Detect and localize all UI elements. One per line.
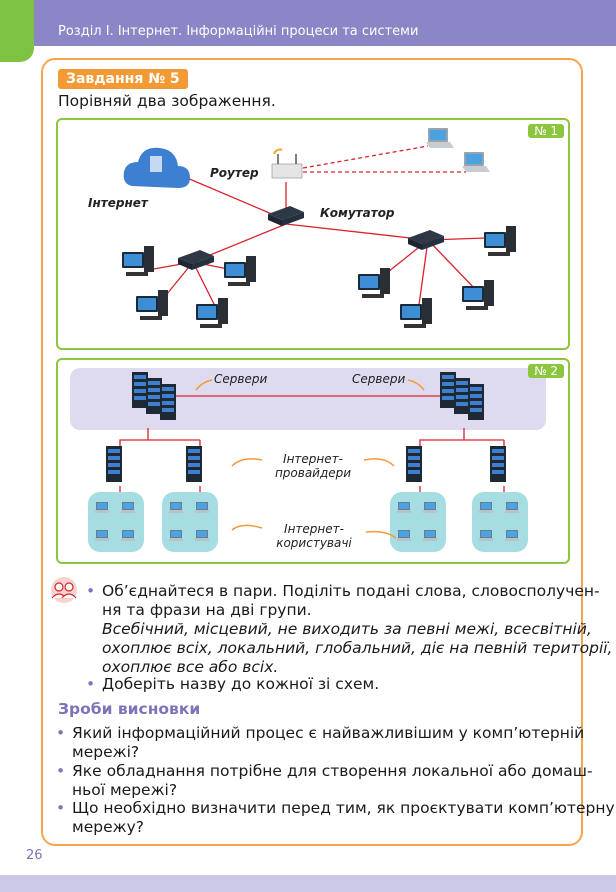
instruction-1-line1: Об’єднайтеся в пари. Поділіть подані сло… bbox=[102, 582, 600, 600]
page-header: Розділ І. Інтернет. Інформаційні процеси… bbox=[0, 0, 616, 62]
q2-line1: Яке обладнання потрібне для створення ло… bbox=[72, 762, 593, 780]
cloud-icon bbox=[123, 147, 190, 188]
q1-line1: Який інформаційний процес є найважливіши… bbox=[72, 724, 585, 742]
router-label: Роутер bbox=[210, 166, 259, 180]
page-footer-bar bbox=[0, 875, 616, 892]
q3-line2: мережу? bbox=[72, 818, 144, 836]
task-prompt: Порівняй два зображення. bbox=[58, 92, 276, 110]
conclusion-question-3: • Що необхідно визначити перед тим, як п… bbox=[56, 799, 615, 836]
header-title: Розділ І. Інтернет. Інформаційні процеси… bbox=[58, 24, 419, 39]
header-bar bbox=[34, 0, 616, 46]
diagram-1-panel: № 1 Інтернет Роутер Комутатор bbox=[56, 118, 570, 350]
header-green-tab bbox=[0, 0, 34, 62]
internet-label: Інтернет bbox=[88, 196, 148, 210]
q1-line2: мережі? bbox=[72, 743, 140, 761]
q2-line2: ньої мережі? bbox=[72, 781, 178, 799]
page-number: 26 bbox=[26, 848, 43, 863]
isp-label-line1: Інтернет- bbox=[283, 452, 343, 466]
diagram-1-badge: № 1 bbox=[528, 124, 564, 138]
instruction-item-2: • Доберіть назву до кожної зі схем. bbox=[86, 675, 568, 694]
words-line1: Всебічний, місцевий, не виходить за певн… bbox=[102, 620, 592, 638]
conclusions-heading: Зроби висновки bbox=[58, 700, 201, 718]
switch-label: Комутатор bbox=[320, 206, 395, 220]
isp-label-line2: провайдери bbox=[274, 466, 352, 480]
servers-left-label: Сервери bbox=[214, 372, 268, 386]
words-line2: охоплює всіх, локальний, глобальний, діє… bbox=[102, 639, 613, 657]
instruction-2-text: Доберіть назву до кожної зі схем. bbox=[102, 675, 380, 693]
diagram-2-panel: № 2 Сервери Сервери Інтернет- провайдери… bbox=[56, 358, 570, 564]
instruction-1-line2: ня та фрази на дві групи. bbox=[102, 601, 312, 619]
instruction-item-1: • Об’єднайтеся в пари. Поділіть подані с… bbox=[86, 582, 613, 676]
diagram-1-drawing bbox=[122, 128, 516, 328]
words-line3: охоплює все або всіх. bbox=[102, 658, 279, 676]
isp-label: Інтернет- провайдери bbox=[264, 452, 362, 480]
users-label-line2: користувачі bbox=[276, 536, 352, 550]
q3-line1: Що необхідно визначити перед тим, як про… bbox=[72, 799, 615, 817]
conclusion-question-2: • Яке обладнання потрібне для створення … bbox=[56, 762, 593, 799]
task-badge: Завдання № 5 bbox=[58, 69, 188, 89]
diagram-2-drawing bbox=[70, 368, 546, 562]
pair-work-icon bbox=[51, 577, 77, 603]
servers-right-label: Сервери bbox=[352, 372, 406, 386]
users-label-line1: Інтернет- bbox=[284, 522, 344, 536]
users-label: Інтернет- користувачі bbox=[262, 522, 366, 550]
diagram-2-badge: № 2 bbox=[528, 364, 564, 378]
router-icon bbox=[271, 148, 303, 179]
conclusion-question-1: • Який інформаційний процес є найважливі… bbox=[56, 724, 585, 761]
task-frame bbox=[41, 58, 583, 846]
